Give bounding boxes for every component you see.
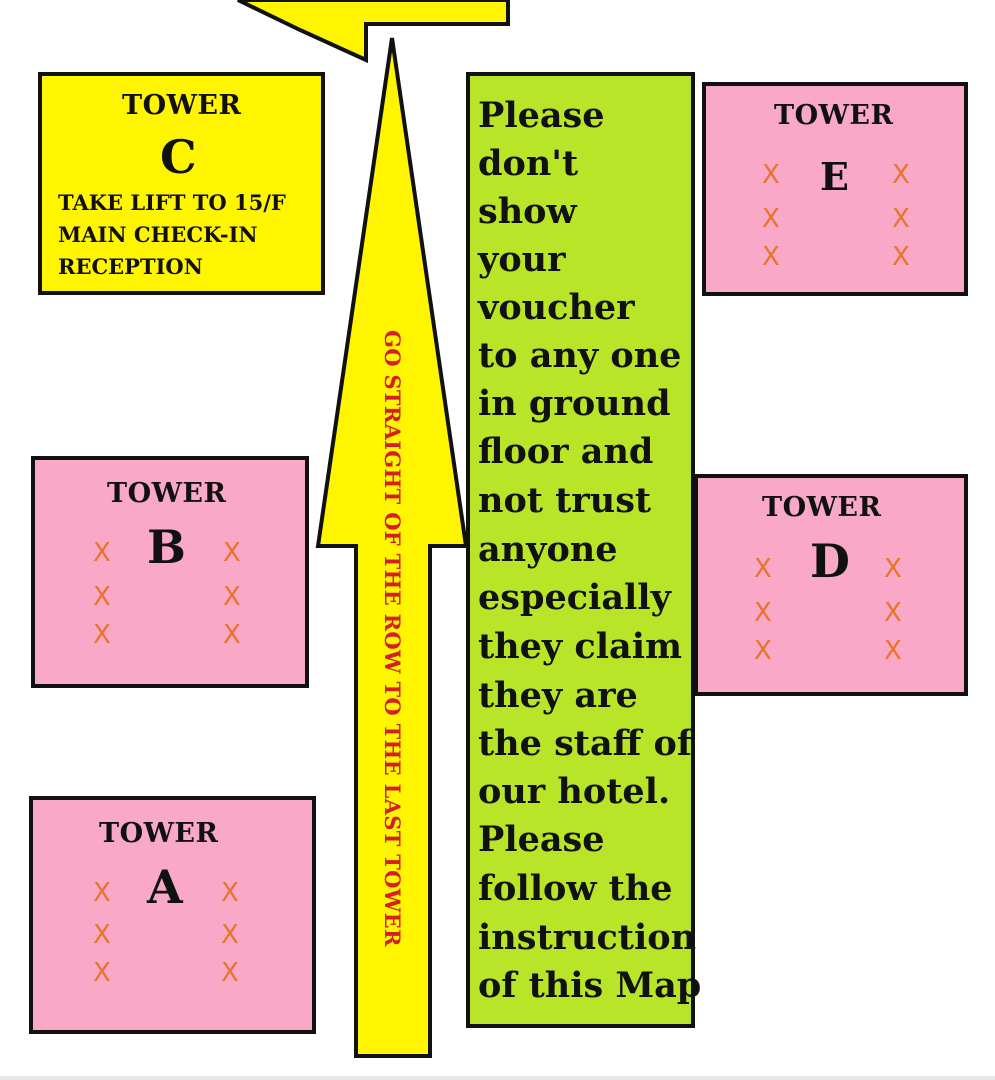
tower-d-box: TOWER D X X X X X X — [694, 474, 968, 696]
x-mark: X — [221, 958, 239, 988]
x-mark: X — [223, 620, 241, 650]
instruction-line: follow the — [478, 868, 673, 909]
x-mark: X — [93, 920, 111, 950]
x-mark: X — [754, 636, 772, 666]
tower-c-line-1: TAKE LIFT TO 15/F — [58, 190, 286, 215]
instruction-line: our hotel. — [478, 771, 671, 812]
tower-a-letter: A — [147, 860, 183, 914]
x-mark: X — [884, 598, 902, 628]
x-mark: X — [93, 878, 111, 908]
tower-c-line-3: RECEPTION — [58, 254, 203, 279]
instruction-line: anyone — [478, 529, 618, 570]
top-left-arrow — [237, 0, 510, 64]
tower-b-letter: B — [147, 520, 186, 574]
instruction-line: instruction — [478, 917, 697, 958]
instruction-line: especially — [478, 577, 671, 618]
instruction-line: Please — [478, 95, 605, 136]
x-mark: X — [93, 620, 111, 650]
tower-b-word: TOWER — [107, 478, 227, 509]
tower-c-box: TOWER C TAKE LIFT TO 15/F MAIN CHECK-IN … — [38, 72, 325, 295]
tower-b-box: TOWER B X X X X X X — [31, 456, 309, 688]
x-mark: X — [221, 920, 239, 950]
x-mark: X — [892, 242, 910, 272]
x-mark: X — [762, 204, 780, 234]
instruction-line: floor and — [478, 431, 654, 472]
tower-c-word: TOWER — [122, 90, 242, 121]
instruction-line: in ground — [478, 383, 671, 424]
instruction-line: they claim — [478, 626, 683, 667]
x-mark: X — [754, 598, 772, 628]
x-mark: X — [754, 554, 772, 584]
instruction-line: they are — [478, 675, 638, 716]
bottom-divider — [0, 1076, 995, 1080]
instruction-line: not trust — [478, 480, 652, 521]
instruction-line: of this Map — [478, 965, 702, 1006]
instruction-line: Please — [478, 819, 605, 860]
tower-d-word: TOWER — [762, 492, 882, 523]
tower-c-letter: C — [160, 130, 197, 184]
x-mark: X — [221, 878, 239, 908]
instruction-line: the staff of — [478, 723, 692, 764]
tower-e-letter: E — [820, 154, 849, 199]
tower-a-word: TOWER — [99, 818, 219, 849]
tower-d-letter: D — [810, 534, 850, 588]
x-mark: X — [93, 538, 111, 568]
tower-c-line-2: MAIN CHECK-IN — [58, 222, 258, 247]
tower-e-word: TOWER — [774, 100, 894, 131]
x-mark: X — [884, 554, 902, 584]
x-mark: X — [762, 242, 780, 272]
x-mark: X — [93, 582, 111, 612]
instruction-line: don't — [478, 143, 579, 184]
instruction-line: to any one — [478, 335, 682, 376]
instruction-line: show — [478, 191, 577, 232]
x-mark: X — [223, 538, 241, 568]
x-mark: X — [223, 582, 241, 612]
tower-e-box: TOWER E X X X X X X — [702, 82, 968, 296]
go-straight-label: GO STRAIGHT OF THE ROW TO THE LAST TOWER — [380, 330, 405, 947]
x-mark: X — [884, 636, 902, 666]
x-mark: X — [892, 204, 910, 234]
x-mark: X — [762, 160, 780, 190]
instruction-line: your — [478, 239, 566, 280]
straight-ahead-arrow — [315, 37, 469, 1058]
x-mark: X — [892, 160, 910, 190]
instruction-line: voucher — [478, 287, 635, 328]
x-mark: X — [93, 958, 111, 988]
instruction-panel: Please don't show your voucher to any on… — [466, 72, 701, 1028]
tower-a-box: TOWER A X X X X X X — [29, 796, 316, 1034]
